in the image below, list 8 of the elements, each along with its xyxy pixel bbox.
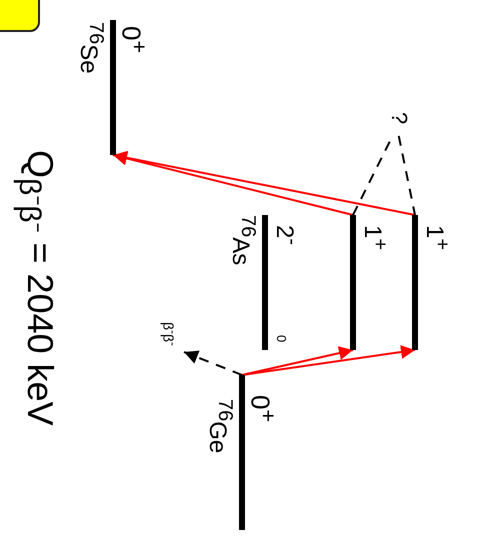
arrow: [242, 346, 354, 376]
arrow: [242, 345, 416, 376]
energy-label: 0: [275, 335, 288, 342]
dashed-arrow: [184, 350, 242, 376]
arrow: [112, 150, 416, 216]
question-mark-label: ?: [387, 112, 412, 124]
arrow: [112, 152, 354, 216]
dashed-line: [398, 136, 416, 216]
